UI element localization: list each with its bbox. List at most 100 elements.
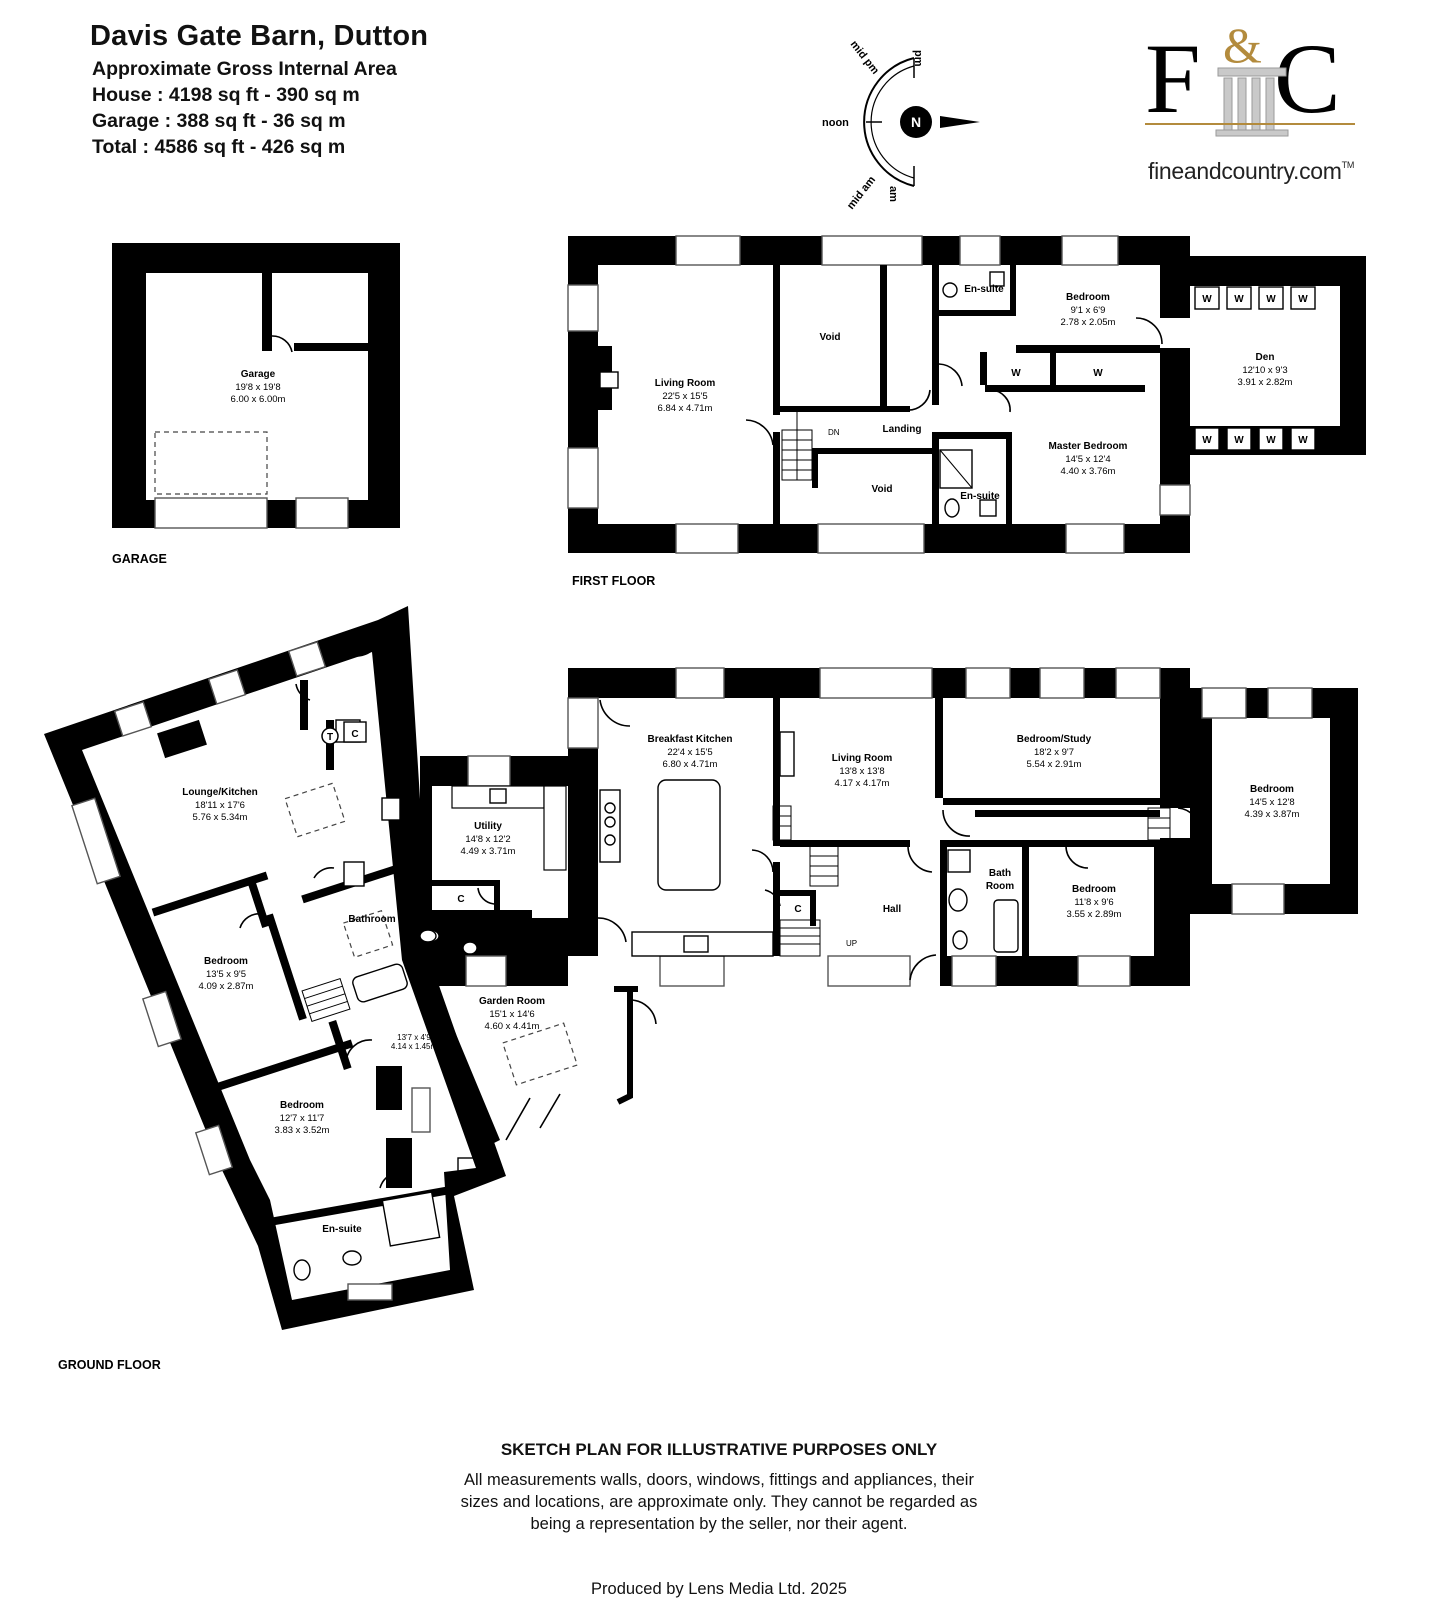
gf-living-metric: 4.17 x 4.17m <box>835 778 890 789</box>
compass-mid-pm: mid pm <box>848 38 882 76</box>
gf-bed2-name: Bedroom <box>280 1100 324 1111</box>
logo-f: F <box>1145 23 1201 134</box>
garage-area: Garage : 388 sq ft - 36 sq m <box>92 110 346 132</box>
ff-living-metric: 6.84 x 4.71m <box>658 403 713 414</box>
gf-garden-name: Garden Room <box>479 996 545 1007</box>
gf-cupboard-hall: C <box>794 904 801 915</box>
gf-hallway-imperial: 13'7 x 4'9 <box>397 1033 431 1042</box>
gf-breakfast-imperial: 22'4 x 15'5 <box>667 747 712 758</box>
ff-ensuite-2: En-suite <box>960 491 1000 502</box>
gf-stairs-up: UP <box>846 939 857 948</box>
gf-bed1-imperial: 13'5 x 9'5 <box>206 969 246 980</box>
gf-bathroom-right-2: Room <box>986 881 1014 892</box>
label-ground-floor: GROUND FLOOR <box>58 1358 161 1372</box>
ff-bedroom-metric: 2.78 x 2.05m <box>1061 317 1116 328</box>
gf-bed4-metric: 4.39 x 3.87m <box>1245 809 1300 820</box>
ff-living-name: Living Room <box>655 378 716 389</box>
gf-study-imperial: 18'2 x 9'7 <box>1034 747 1074 758</box>
gf-living-imperial: 13'8 x 13'8 <box>839 766 884 777</box>
logo-ampersand: & <box>1223 17 1262 73</box>
gf-cupboard-annexe: C <box>351 729 358 740</box>
produced-by: Produced by Lens Media Ltd. 2025 <box>591 1580 847 1598</box>
den-wardrobe-8: W <box>1298 435 1308 446</box>
label-first-floor: FIRST FLOOR <box>572 574 655 588</box>
gf-tank-t: T <box>327 732 333 743</box>
ff-landing: Landing <box>883 424 922 435</box>
garage-plan: Garage 19'8 x 19'8 6.00 x 6.00m <box>112 243 400 529</box>
gf-bed4-imperial: 14'5 x 12'8 <box>1249 797 1294 808</box>
disclaimer-line-3: being a representation by the seller, no… <box>530 1515 908 1533</box>
den-wardrobe-6: W <box>1234 435 1244 446</box>
gf-utility-name: Utility <box>474 821 502 832</box>
den-wardrobe-7: W <box>1266 435 1276 446</box>
disclaimer-line-2: sizes and locations, are approximate onl… <box>460 1493 978 1511</box>
ff-void-lower: Void <box>872 484 893 495</box>
first-floor-plan: W W W W W W W W W W Living Room 22'5 x 1… <box>567 235 1366 554</box>
compass-mid-am: mid am <box>845 174 878 212</box>
gf-bathroom-right-1: Bath <box>989 868 1011 879</box>
gf-hall-name: Hall <box>883 904 902 915</box>
gf-hallway-metric: 4.14 x 1.45m <box>391 1042 438 1051</box>
total-area: Total : 4586 sq ft - 426 sq m <box>92 136 346 158</box>
gf-living-name: Living Room <box>832 753 893 764</box>
gf-study-name: Bedroom/Study <box>1017 734 1092 745</box>
house-area: House : 4198 sq ft - 390 sq m <box>92 84 360 106</box>
gf-study-metric: 5.54 x 2.91m <box>1027 759 1082 770</box>
ff-den-imperial: 12'10 x 9'3 <box>1242 365 1287 376</box>
gf-bed2-metric: 3.83 x 3.52m <box>275 1125 330 1136</box>
compass-noon: noon <box>822 117 849 129</box>
plan-title: Davis Gate Barn, Dutton <box>90 20 429 52</box>
gf-wc-name: WC <box>486 926 503 937</box>
ff-bedroom-name: Bedroom <box>1066 292 1110 303</box>
fine-and-country-logo: F C & <box>1145 17 1355 137</box>
ff-bedroom-imperial: 9'1 x 6'9 <box>1071 305 1106 316</box>
gf-breakfast-metric: 6.80 x 4.71m <box>663 759 718 770</box>
gf-utility-metric: 4.49 x 3.71m <box>461 846 516 857</box>
garage-imperial: 19'8 x 19'8 <box>235 382 280 393</box>
master-wardrobe-2: W <box>1093 368 1103 379</box>
disclaimer-text: All measurements walls, doors, windows, … <box>0 1469 1438 1535</box>
gf-lounge-imperial: 18'11 x 17'6 <box>195 800 245 811</box>
den-wardrobe-1: W <box>1202 294 1212 305</box>
ff-void-upper: Void <box>820 332 841 343</box>
gf-bed3-metric: 3.55 x 2.89m <box>1067 909 1122 920</box>
logo-c: C <box>1274 23 1341 134</box>
den-wardrobe-5: W <box>1202 435 1212 446</box>
disclaimer-line-1: All measurements walls, doors, windows, … <box>464 1471 974 1489</box>
gf-lounge-metric: 5.76 x 5.34m <box>193 812 248 823</box>
ground-floor-main: Breakfast Kitchen 22'4 x 15'5 6.80 x 4.7… <box>567 667 1358 987</box>
gf-breakfast-name: Breakfast Kitchen <box>647 734 732 745</box>
gf-garden-imperial: 15'1 x 14'6 <box>489 1009 534 1020</box>
compass-pm: pm <box>912 50 924 67</box>
garage-name: Garage <box>241 369 276 380</box>
ff-ensuite-1: En-suite <box>964 284 1004 295</box>
garage-metric: 6.00 x 6.00m <box>231 394 286 405</box>
brand-site[interactable]: fineandcountry.comTM <box>1148 158 1355 184</box>
ff-master-imperial: 14'5 x 12'4 <box>1065 454 1110 465</box>
ff-stairs-dn: DN <box>828 428 840 437</box>
gf-utility-imperial: 14'8 x 12'2 <box>465 834 510 845</box>
den-wardrobe-4: W <box>1298 294 1308 305</box>
label-garage: GARAGE <box>112 552 167 566</box>
gf-bathroom-name: Bathroom <box>348 914 395 925</box>
den-wardrobe-3: W <box>1266 294 1276 305</box>
compass-icon: N pm mid pm noon mid am am <box>822 38 980 212</box>
gf-ensuite-name: En-suite <box>322 1224 362 1235</box>
gf-bed1-name: Bedroom <box>204 956 248 967</box>
gf-bed4-name: Bedroom <box>1250 784 1294 795</box>
ff-den-metric: 3.91 x 2.82m <box>1238 377 1293 388</box>
ff-den-name: Den <box>1256 352 1275 363</box>
gf-lounge-name: Lounge/Kitchen <box>182 787 258 798</box>
gf-garden-metric: 4.60 x 4.41m <box>485 1021 540 1032</box>
gf-cupboard-utility: C <box>457 894 464 905</box>
compass-am: am <box>887 186 899 202</box>
ground-floor-annexe: Lounge/Kitchen 18'11 x 17'6 5.76 x 5.34m… <box>44 606 506 1330</box>
ff-master-name: Master Bedroom <box>1049 441 1128 452</box>
master-wardrobe-1: W <box>1011 368 1021 379</box>
area-heading: Approximate Gross Internal Area <box>92 58 397 80</box>
ff-living-imperial: 22'5 x 15'5 <box>662 391 707 402</box>
compass-north: N <box>911 114 921 130</box>
gf-bed3-name: Bedroom <box>1072 884 1116 895</box>
gf-bed1-metric: 4.09 x 2.87m <box>199 981 254 992</box>
